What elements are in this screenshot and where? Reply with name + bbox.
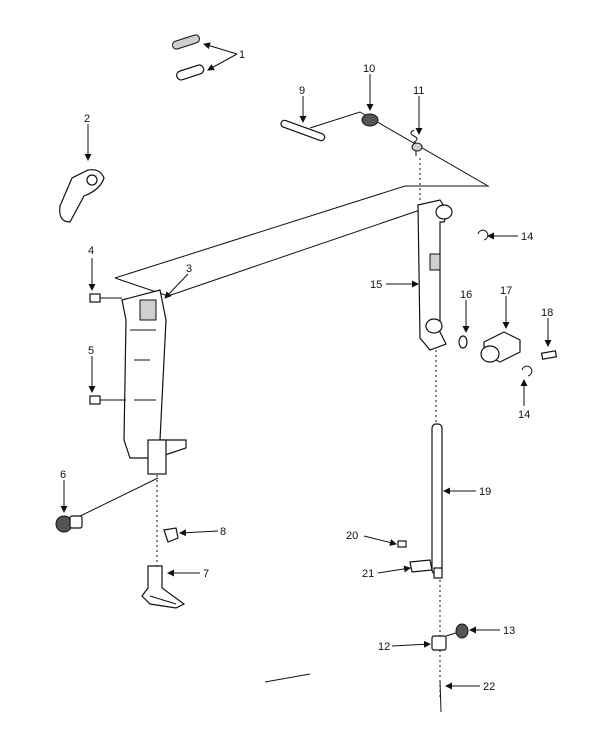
callout-15: 15 (370, 279, 382, 291)
callout-14-lower: 14 (518, 409, 530, 421)
part-6-thumb-screw (55, 515, 83, 533)
part-2-lever (59, 169, 105, 223)
part-1-pins (171, 34, 205, 81)
callout-4: 4 (88, 245, 94, 257)
part-15-arm (417, 199, 453, 351)
callout-2: 2 (84, 113, 90, 125)
callout-21: 21 (362, 568, 374, 580)
part-20-screw (397, 540, 407, 548)
callout-7: 7 (203, 568, 209, 580)
callout-9: 9 (299, 85, 305, 97)
part-3-bracket (121, 289, 187, 475)
callout-3: 3 (186, 263, 192, 275)
callout-leaders (60, 42, 552, 690)
part-7-presser-foot (141, 565, 186, 609)
part-16-washer (458, 335, 468, 349)
callout-13: 13 (503, 625, 515, 637)
callout-10: 10 (363, 63, 375, 75)
part-21-clamp (409, 559, 433, 573)
callout-18: 18 (541, 307, 553, 319)
callout-20: 20 (346, 530, 358, 542)
callout-1: 1 (239, 49, 245, 61)
callout-11: 11 (413, 85, 424, 97)
part-5-screw (89, 395, 126, 405)
callout-14-upper: 14 (521, 231, 533, 243)
part-19-bar (431, 423, 443, 579)
callout-16: 16 (460, 289, 472, 301)
part-14-ring-lower (521, 365, 533, 377)
part-11-spring (410, 129, 423, 156)
part-9-rod (280, 119, 326, 142)
part-8-clip (163, 527, 179, 543)
callout-6: 6 (60, 469, 66, 481)
part-17-block (480, 331, 521, 363)
callout-8: 8 (220, 526, 226, 538)
part-10-bushing (361, 113, 379, 127)
part-18-setscrew (540, 350, 558, 360)
part-14-ring-upper (477, 229, 489, 241)
callout-22: 22 (483, 681, 495, 693)
part-22-needle (439, 679, 442, 713)
part-13-thumb-screw (445, 623, 469, 639)
callout-19: 19 (479, 486, 491, 498)
part-12-needle-clamp (431, 635, 447, 651)
part-4-screw (89, 293, 122, 303)
callout-5: 5 (88, 345, 94, 357)
callout-17: 17 (500, 285, 512, 297)
callout-12: 12 (378, 641, 390, 653)
